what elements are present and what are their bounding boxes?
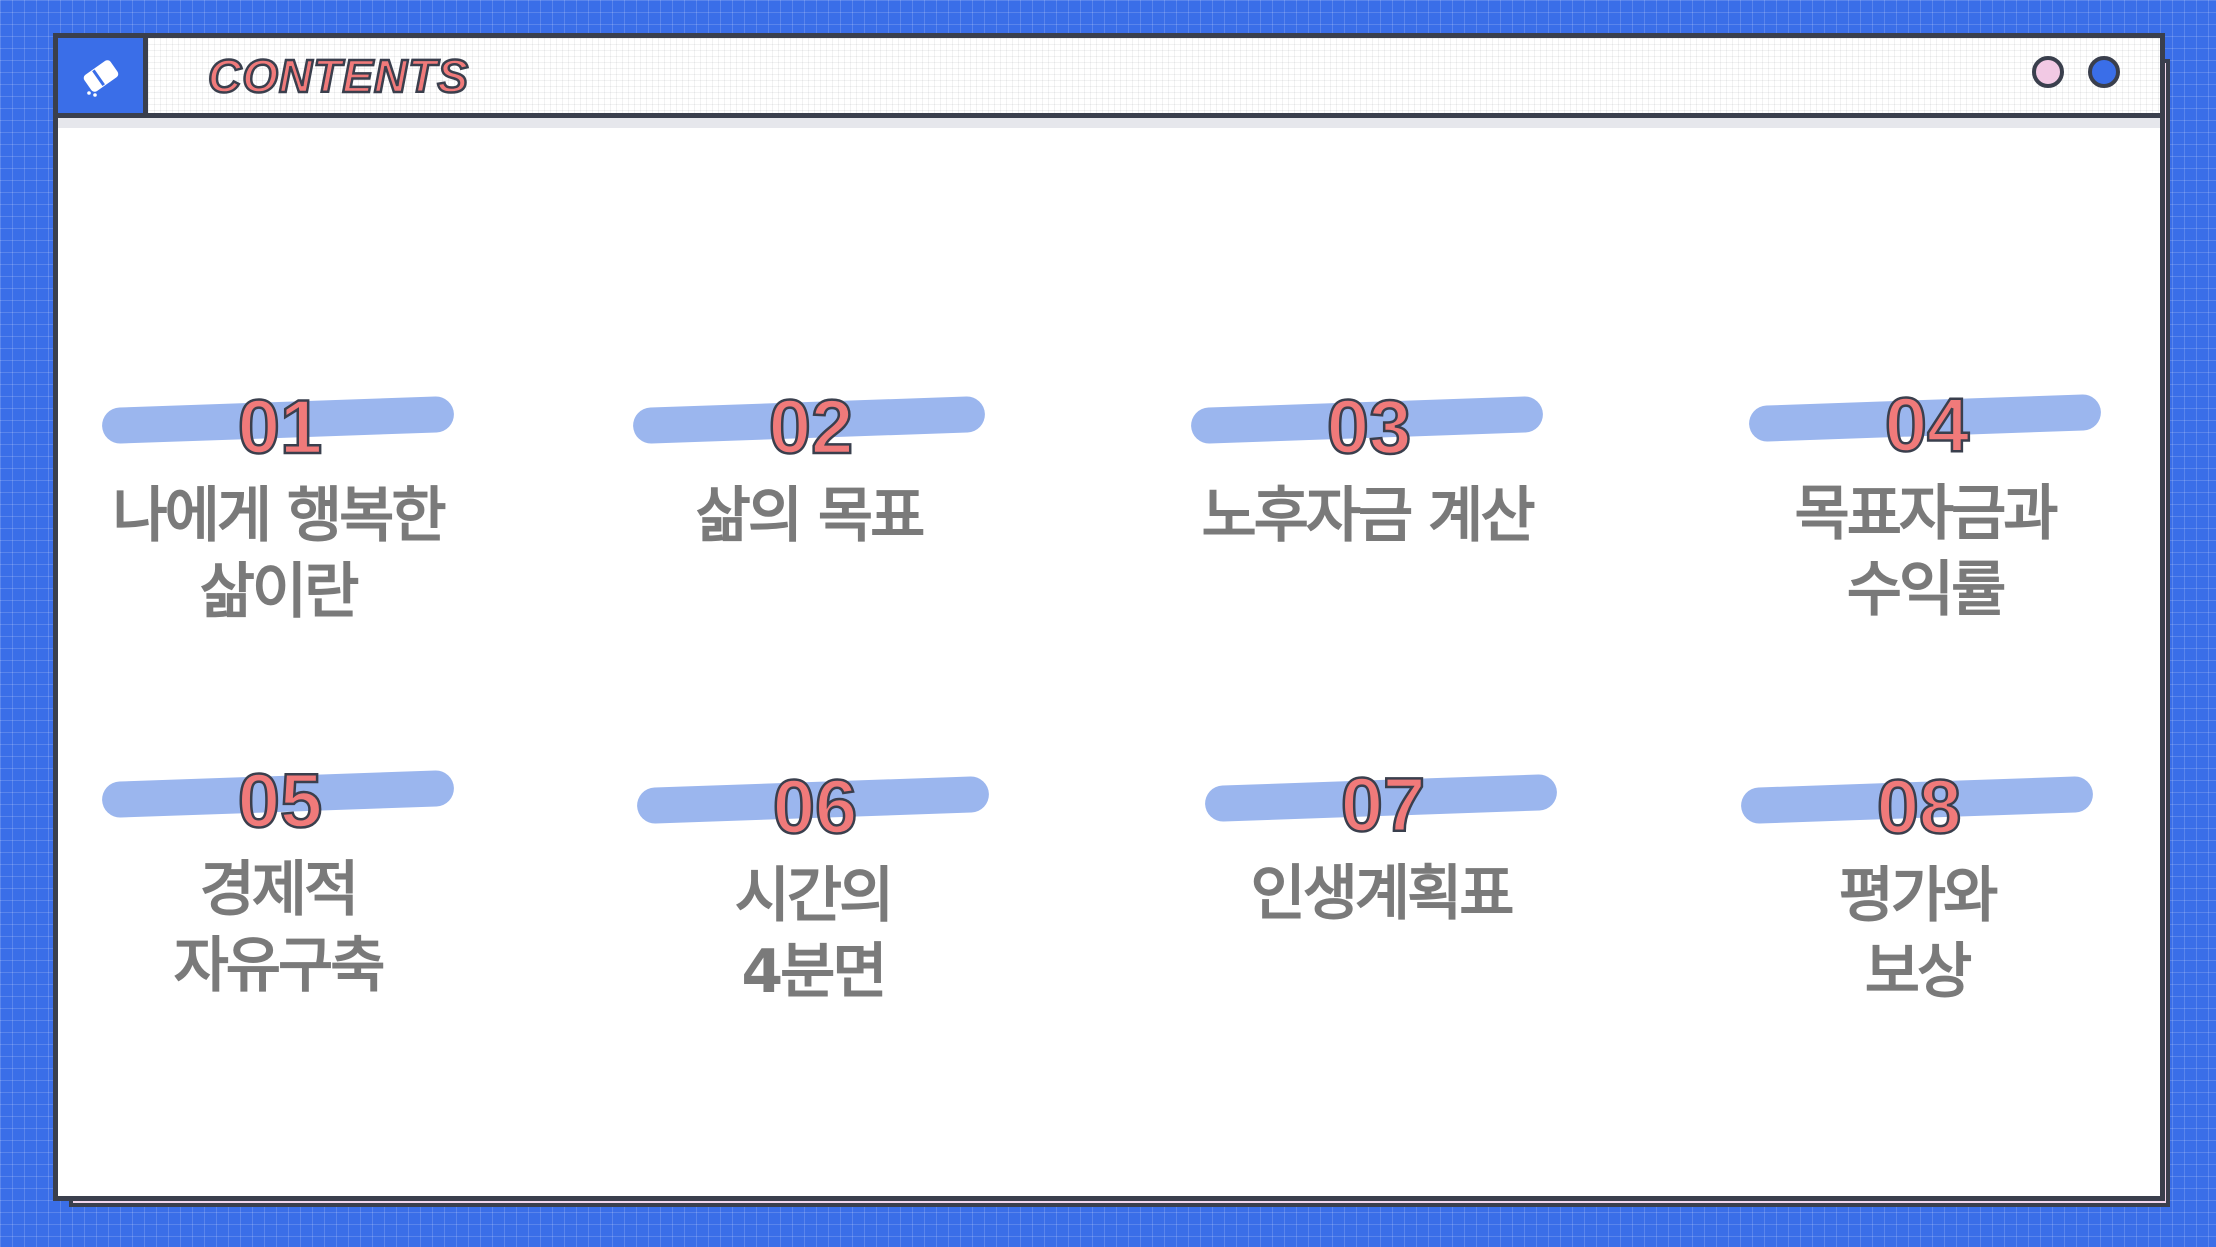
item-label: 시간의 4분면 — [734, 861, 895, 1007]
blue-dot-button[interactable] — [2088, 56, 2120, 88]
contents-item-02[interactable]: 02 삶의 목표 — [583, 386, 986, 554]
contents-item-03[interactable]: 03 노후자금 계산 — [1141, 386, 1544, 554]
item-label: 노후자금 계산 — [1201, 481, 1535, 551]
item-label: 삶의 목표 — [695, 481, 926, 551]
contents-item-04[interactable]: 04 목표자금과 수익률 — [1699, 384, 2102, 628]
contents-item-08[interactable]: 08 평가와 보상 — [1691, 766, 2094, 1010]
window-title: CONTENTS — [207, 49, 470, 104]
title-bar: CONTENTS — [58, 38, 2160, 118]
eraser-icon — [83, 59, 118, 97]
contents-window: CONTENTS — [53, 33, 2165, 1201]
item-number: 03 — [1325, 385, 1412, 470]
contents-item-01[interactable]: 01 나에게 행복한 삶이란 — [52, 386, 455, 630]
item-label: 목표자금과 수익률 — [1794, 479, 2059, 625]
item-number: 07 — [1339, 763, 1426, 848]
item-label: 나에게 행복한 삶이란 — [112, 481, 446, 627]
contents-item-05[interactable]: 05 경제적 자유구축 — [52, 760, 455, 1004]
pink-dot-button[interactable] — [2032, 56, 2064, 88]
contents-item-07[interactable]: 07 인생계획표 — [1155, 764, 1558, 932]
title-shadow-band — [58, 118, 2160, 128]
item-label: 경제적 자유구축 — [173, 855, 386, 1001]
item-number: 05 — [236, 759, 323, 844]
eraser-icon-box[interactable] — [58, 38, 148, 113]
item-label: 인생계획표 — [1250, 859, 1515, 929]
item-number: 04 — [1883, 383, 1970, 468]
item-number: 01 — [236, 385, 323, 470]
item-number: 08 — [1875, 765, 1962, 850]
contents-item-06[interactable]: 06 시간의 4분면 — [587, 766, 990, 1010]
item-number: 02 — [767, 385, 854, 470]
item-number: 06 — [771, 765, 858, 850]
item-label: 평가와 보상 — [1838, 861, 1999, 1007]
